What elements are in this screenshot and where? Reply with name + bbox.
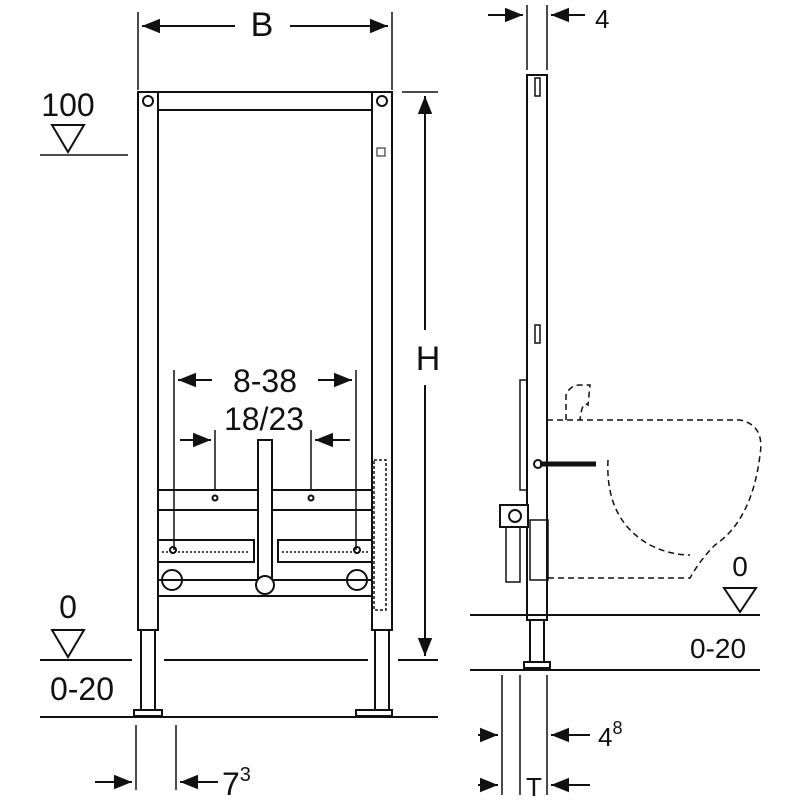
- front-frame: [133, 91, 393, 717]
- frame-depth-label: 4: [595, 4, 609, 34]
- total-depth-label: T: [526, 772, 542, 800]
- side-floor-level-label: 0: [732, 551, 748, 582]
- foot-width-label: 73: [222, 764, 251, 800]
- connection-distance-label: 18/23: [224, 401, 304, 437]
- side-floor-range-label: 0-20: [690, 633, 746, 664]
- bidet-outline: [547, 384, 762, 579]
- top-level-label: 100: [41, 87, 94, 123]
- floor-level-label: 0: [59, 589, 77, 625]
- leg-depth-label: 48: [598, 718, 622, 752]
- side-frame: [499, 74, 596, 669]
- floor-range-label: 0-20: [50, 671, 114, 707]
- width-label: B: [251, 6, 274, 44]
- connection-spacing-label: 8-38: [233, 363, 297, 399]
- height-label: H: [416, 340, 441, 378]
